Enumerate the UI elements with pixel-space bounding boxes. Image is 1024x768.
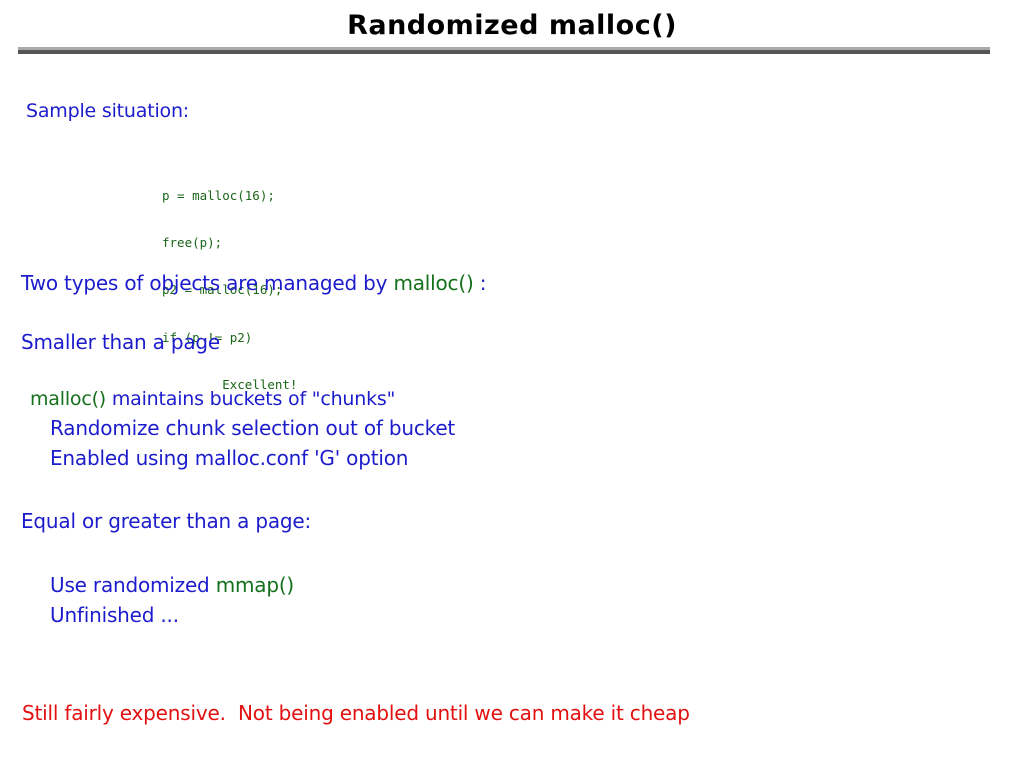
code-line: Excellent!	[162, 377, 298, 393]
malloc-buckets-bullet: malloc() maintains buckets of "chunks"	[30, 388, 395, 410]
smaller-than-page-heading: Smaller than a page	[21, 330, 221, 354]
page-title: Randomized malloc()	[347, 10, 677, 41]
sample-situation-label: Sample situation:	[26, 100, 189, 122]
unfinished-bullet: Unfinished ...	[50, 603, 179, 627]
use-randomized-mmap-bullet: Use randomized mmap()	[50, 573, 294, 597]
enabled-option-bullet: Enabled using malloc.conf 'G' option	[50, 446, 409, 470]
divider-light-band	[18, 47, 990, 50]
two-types-heading: Two types of objects are managed by mall…	[21, 271, 486, 295]
equal-or-greater-heading: Equal or greater than a page:	[21, 509, 312, 533]
malloc-code-inline: malloc()	[393, 271, 474, 295]
still-expensive-note: Still fairly expensive. Not being enable…	[22, 701, 690, 725]
two-types-prefix-text: Two types of objects are managed by	[21, 271, 394, 295]
code-line: p = malloc(16);	[162, 187, 275, 203]
code-line: p2 = malloc(16);	[162, 282, 283, 298]
code-line: free(p);	[162, 234, 223, 250]
mmap-code-inline: mmap()	[215, 573, 295, 597]
code-line: if (p != p2)	[162, 329, 253, 345]
randomize-chunk-bullet: Randomize chunk selection out of bucket	[50, 416, 456, 440]
title-divider	[18, 47, 990, 54]
code-sample-block: p = malloc(16); free(p); p2 = malloc(16)…	[162, 156, 297, 409]
malloc-buckets-text: maintains buckets of "chunks"	[106, 388, 396, 410]
two-types-suffix-text: :	[473, 271, 487, 295]
divider-dark-band	[18, 50, 990, 54]
use-randomized-prefix-text: Use randomized	[50, 573, 216, 597]
malloc-code-inline: malloc()	[30, 388, 107, 410]
